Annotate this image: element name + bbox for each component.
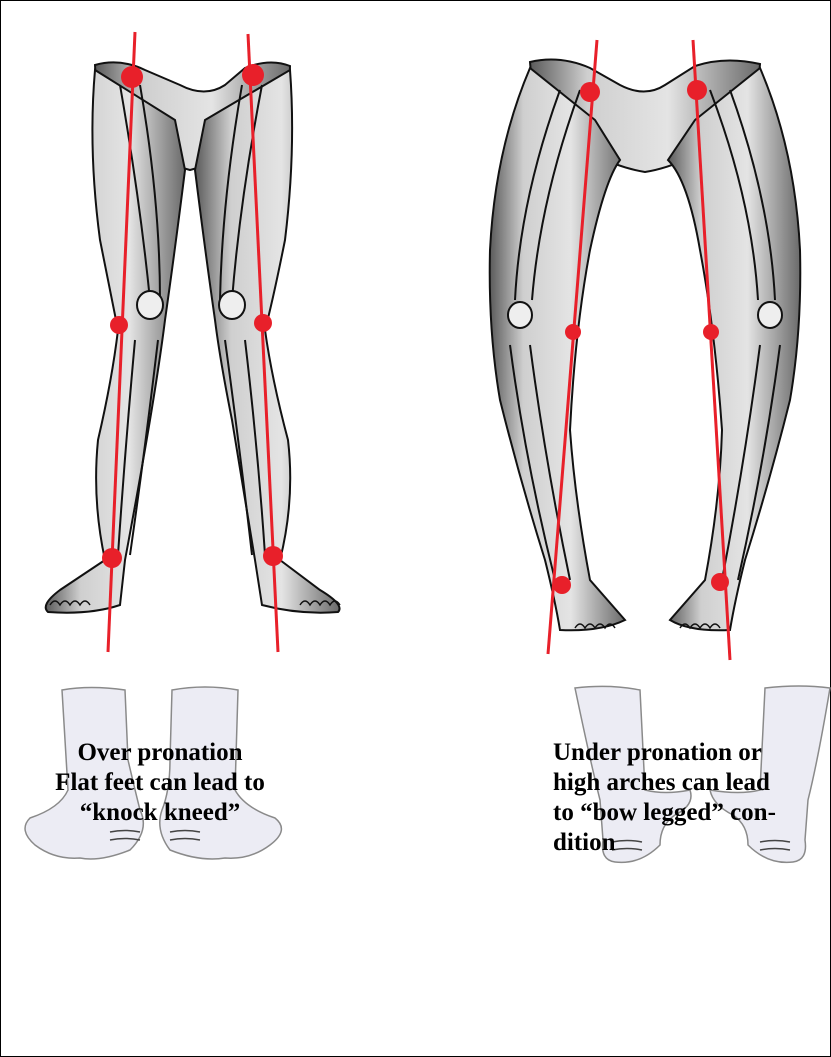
bow-legged-left-knee-marker: [565, 324, 581, 340]
bow-legged-right-hip-marker: [687, 80, 707, 100]
bow-legged-right-ankle-marker: [711, 573, 729, 591]
knock-kneed-caption-line-3: “knock kneed”: [30, 798, 290, 828]
knock-kneed-left-hip-marker: [121, 66, 143, 88]
bow-legged-right-knee-marker: [703, 324, 719, 340]
knock-kneed-left-knee-marker: [110, 316, 128, 334]
knock-kneed-right-leg: [195, 70, 340, 613]
knock-kneed-caption: Over pronation Flat feet can lead to “kn…: [30, 738, 290, 828]
bow-legged-legs: [490, 60, 801, 631]
bow-legged-caption-line-2: high arches can lead: [553, 768, 823, 798]
knock-kneed-left-ankle-marker: [102, 548, 122, 568]
bow-legged-caption-line-4: dition: [553, 828, 823, 858]
bow-legged-caption-line-1: Under pronation or: [553, 738, 823, 768]
knock-kneed-right-knee-marker: [254, 314, 272, 332]
bow-legged-left-ankle-marker: [553, 576, 571, 594]
knock-kneed-right-hip-marker: [242, 64, 264, 86]
bow-legged-left-hip-marker: [580, 82, 600, 102]
knock-kneed-legs: [46, 62, 340, 612]
bow-legged-caption: Under pronation or high arches can lead …: [553, 738, 823, 858]
knock-kneed-right-ankle-marker: [263, 546, 283, 566]
bow-legged-right-kneecap: [758, 302, 782, 328]
knock-kneed-left-kneecap: [137, 291, 163, 319]
knock-kneed-left-leg: [46, 70, 185, 613]
bow-legged-caption-line-3: to “bow legged” con-: [553, 798, 823, 828]
bow-legged-left-kneecap: [508, 302, 532, 328]
knock-kneed-right-kneecap: [219, 291, 245, 319]
knock-kneed-caption-line-1: Over pronation: [30, 738, 290, 768]
knock-kneed-caption-line-2: Flat feet can lead to: [30, 768, 290, 798]
